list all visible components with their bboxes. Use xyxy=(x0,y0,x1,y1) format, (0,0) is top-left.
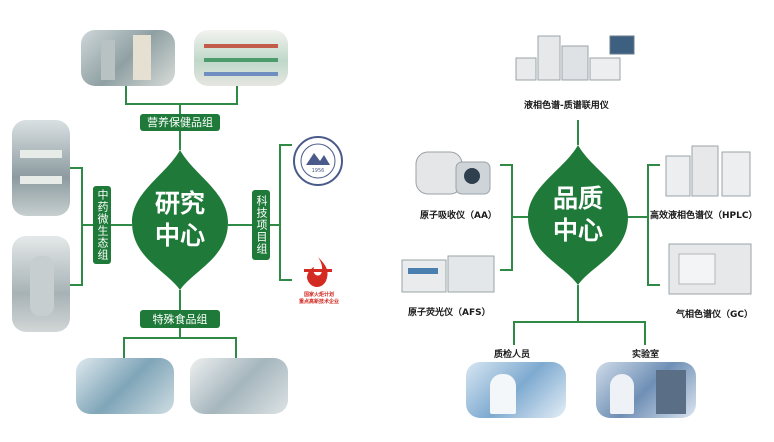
quality-center-hub: 品质 中心 xyxy=(528,145,628,285)
quality-hub-line2: 中心 xyxy=(552,216,603,245)
aa-instrument-image xyxy=(412,142,494,200)
special-food-lab-photo xyxy=(76,358,174,414)
gc-instrument-image xyxy=(665,236,755,298)
lcms-instrument-image xyxy=(510,28,640,86)
fermentation-lab-photo xyxy=(12,120,70,216)
inspectors-photo xyxy=(466,362,566,418)
gc-label: 气相色谱仪（GC） xyxy=(676,310,753,320)
nutrition-group-tag: 营养保健品组 xyxy=(140,114,220,131)
lcms-label: 液相色谱-质谱联用仪 xyxy=(524,101,609,111)
laboratory-photo xyxy=(596,362,696,418)
research-hub-line1: 研究 xyxy=(154,189,205,218)
aa-label: 原子吸收仪（AA） xyxy=(420,211,497,221)
bioreactor-photo xyxy=(12,236,70,332)
quality-hub-line1: 品质 xyxy=(552,184,603,213)
badge-year: 1956 xyxy=(311,168,325,174)
torch-caption-line2: 重点高新技术企业 xyxy=(298,299,339,305)
special-food-group-tag: 特殊食品组 xyxy=(140,310,220,328)
production-lab-photo xyxy=(190,358,288,414)
afs-label: 原子荧光仪（AFS） xyxy=(408,308,491,318)
afs-instrument-image xyxy=(398,242,498,298)
lab-label: 实验室 xyxy=(632,350,660,360)
torch-caption-line1: 国家火炬计划 xyxy=(303,292,334,298)
nutrition-lab-photo xyxy=(81,30,175,86)
tcm-microecology-group-tag: 中药微生态组 xyxy=(93,186,111,264)
research-hub-line2: 中心 xyxy=(154,221,205,250)
research-center-hub: 研究 中心 xyxy=(132,150,228,290)
hplc-label: 高效液相色谱仪（HPLC） xyxy=(650,211,758,221)
torch-logo-caption: 国家火炬计划 重点高新技术企业 xyxy=(286,292,352,306)
health-products-shelf-photo xyxy=(194,30,288,86)
tech-project-group-tag: 科技项目组 xyxy=(252,190,270,260)
hplc-instrument-image xyxy=(662,142,754,200)
research-society-badge-icon: 1956 xyxy=(292,135,344,187)
inspectors-label: 质检人员 xyxy=(494,350,531,360)
torch-program-logo-icon xyxy=(296,255,340,291)
